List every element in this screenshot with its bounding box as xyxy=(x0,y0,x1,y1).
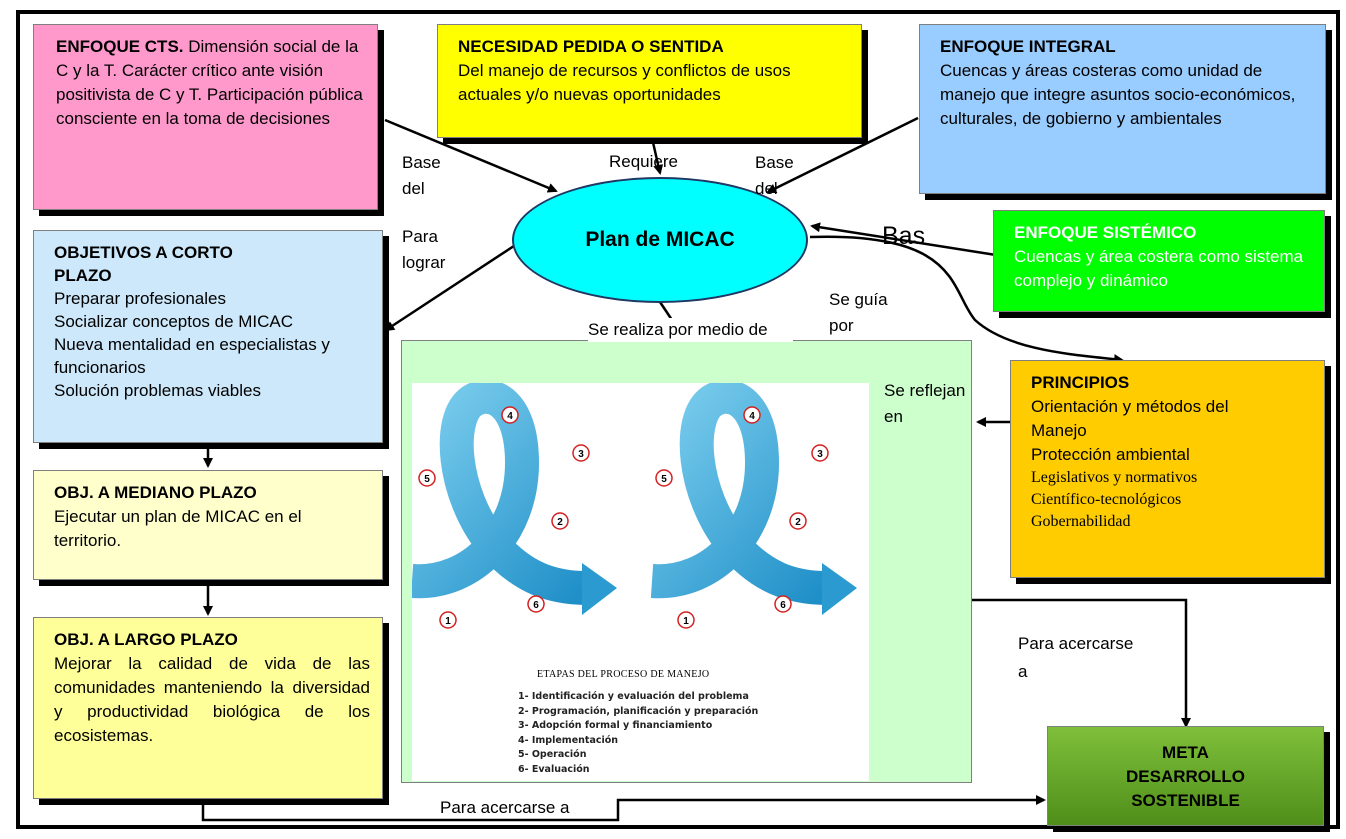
label-bas-sistemico: Bas xyxy=(882,224,926,250)
obj-largo-title: OBJ. A LARGO PLAZO xyxy=(54,630,238,649)
step-number-2: 2 xyxy=(557,517,563,528)
ribbon-left-icon xyxy=(412,383,617,615)
etapa-item: 2- Programación, planificación y prepara… xyxy=(518,705,759,717)
arrow-sistemico-plan xyxy=(810,222,997,257)
principio-item: Protección ambiental xyxy=(1031,445,1190,464)
principio-item: Científico-tecnológicos xyxy=(1031,491,1182,508)
objetivos-corto-title: OBJETIVOS A CORTO PLAZO xyxy=(54,243,233,285)
label-para-acercarse-meta: Para acercarse a xyxy=(1018,634,1134,681)
etapa-item: 6- Evaluación xyxy=(518,763,590,775)
step-number-1: 1 xyxy=(445,616,451,627)
diagram-frame xyxy=(16,10,1340,829)
obj-mediano-title: OBJ. A MEDIANO PLAZO xyxy=(54,483,257,502)
enfoque-integral-box: ENFOQUE INTEGRAL Cuencas y áreas costera… xyxy=(919,24,1326,194)
step-number-5: 5 xyxy=(661,474,667,485)
meta-box: META DESARROLLO SOSTENIBLE xyxy=(1047,726,1324,826)
label-para-lograr: Para lograr xyxy=(402,227,446,272)
enfoque-cts-box: ENFOQUE CTS. Dimensión social de la C y … xyxy=(33,24,378,210)
objetivos-corto-item: Nueva mentalidad en especialistas y func… xyxy=(54,335,330,377)
plan-micac-label: Plan de MICAC xyxy=(585,228,735,251)
arrow-plan-principios xyxy=(809,235,1124,365)
principios-title: PRINCIPIOS xyxy=(1031,373,1130,392)
label-base-del-cts: Base del xyxy=(402,153,441,198)
necesidad-text: Del manejo de recursos y conflictos de u… xyxy=(458,61,791,104)
label-se-reflejan: Se reflejan en xyxy=(884,381,966,426)
step-number-2: 2 xyxy=(795,517,801,528)
step-number-6: 6 xyxy=(780,600,786,611)
etapa-item: 5- Operación xyxy=(518,749,587,761)
step-number-3: 3 xyxy=(578,449,584,460)
step-number-3: 3 xyxy=(817,449,823,460)
enfoque-cts-text: Dimensión social de la C y la T. Carácte… xyxy=(56,37,363,128)
obj-mediano-text: Ejecutar un plan de MICAC en el territor… xyxy=(54,507,302,550)
etapas-image: 1 2 3 4 5 6 1 2 3 4 5 6 ETAPAS DEL PROCE… xyxy=(412,383,869,781)
principios-box: PRINCIPIOS Orientación y métodos del Man… xyxy=(1010,360,1325,578)
obj-largo-box: OBJ. A LARGO PLAZO Mejorar la calidad de… xyxy=(33,617,383,799)
label-para-acercarse-largo: Para acercarse a xyxy=(440,798,570,817)
principio-item: Orientación y métodos del Manejo xyxy=(1031,397,1229,440)
step-number-4: 4 xyxy=(507,411,513,422)
label-base-del-integral: Base del xyxy=(755,153,794,195)
arrow-cts-plan xyxy=(384,118,558,193)
step-markers xyxy=(418,406,829,629)
arrow-integral-plan xyxy=(766,116,919,194)
enfoque-sistemico-box: ENFOQUE SISTÉMICO Cuencas y área costera… xyxy=(993,210,1325,312)
objetivos-corto-box: OBJETIVOS A CORTO PLAZO Preparar profesi… xyxy=(33,230,383,443)
necesidad-title: NECESIDAD PEDIDA O SENTIDA xyxy=(458,37,724,56)
arrow-etapas-meta xyxy=(972,598,1191,728)
enfoque-integral-title: ENFOQUE INTEGRAL xyxy=(940,37,1116,56)
step-number-4: 4 xyxy=(749,411,755,422)
ribbon-right-icon xyxy=(650,383,857,615)
label-se-guia: Se guía por xyxy=(829,290,888,335)
enfoque-cts-title: ENFOQUE CTS. xyxy=(56,37,184,56)
etapa-item: 3- Adopción formal y financiamiento xyxy=(518,720,713,732)
necesidad-box: NECESIDAD PEDIDA O SENTIDA Del manejo de… xyxy=(437,24,862,138)
etapa-item: 1- Identificación y evaluación del probl… xyxy=(518,691,749,702)
objetivos-corto-item: Solución problemas viables xyxy=(54,381,261,400)
plan-micac-node: Plan de MICAC xyxy=(512,177,808,303)
step-number-5: 5 xyxy=(424,474,430,485)
principio-item: Legislativos y normativos xyxy=(1031,469,1198,486)
principio-item: Gobernabilidad xyxy=(1031,513,1131,530)
enfoque-sistemico-title: ENFOQUE SISTÉMICO xyxy=(1014,223,1197,242)
arrow-necesidad-plan xyxy=(650,137,664,175)
arrow-largo-meta xyxy=(201,795,1046,822)
enfoque-integral-text: Cuencas y áreas costeras como unidad de … xyxy=(940,61,1296,128)
arrow-plan-corto xyxy=(384,238,524,332)
etapa-item: 4- Implementación xyxy=(518,734,619,746)
label-requiere: Requiere xyxy=(609,152,678,171)
etapas-list: 1- Identificación y evaluación del probl… xyxy=(518,690,758,778)
objetivos-corto-item: Socializar conceptos de MICAC xyxy=(54,312,294,331)
enfoque-sistemico-text: Cuencas y área costera como sistema comp… xyxy=(1014,247,1304,290)
etapas-ribbons: 1 2 3 4 5 6 1 2 3 4 5 6 xyxy=(412,383,857,629)
step-number-1: 1 xyxy=(683,616,689,627)
label-se-realiza: Se realiza por medio de xyxy=(588,318,793,342)
etapas-title: ETAPAS DEL PROCESO DE MANEJO xyxy=(537,669,710,680)
obj-largo-text: Mejorar la calidad de vida de las comuni… xyxy=(54,654,370,745)
objetivos-corto-item: Preparar profesionales xyxy=(54,289,226,308)
obj-mediano-box: OBJ. A MEDIANO PLAZO Ejecutar un plan de… xyxy=(33,470,383,580)
step-number-6: 6 xyxy=(533,600,539,611)
meta-text: META DESARROLLO SOSTENIBLE xyxy=(1126,743,1245,810)
